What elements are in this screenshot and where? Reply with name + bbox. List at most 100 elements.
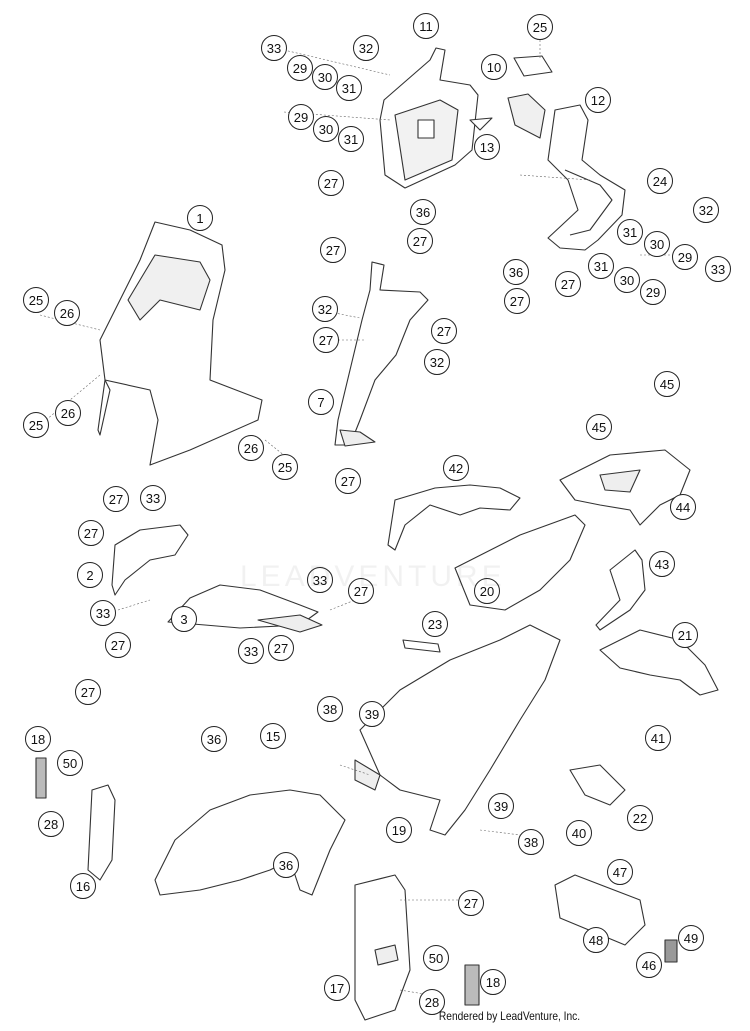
windscreen-part-1 — [97, 221, 263, 466]
callout-36: 36 — [503, 259, 529, 285]
callout-27: 27 — [268, 635, 294, 661]
callout-18: 18 — [480, 969, 506, 995]
callout-33: 33 — [238, 638, 264, 664]
callout-45: 45 — [586, 414, 612, 440]
callout-33: 33 — [705, 256, 731, 282]
instrument-support-part-12 — [547, 104, 626, 251]
callout-33: 33 — [90, 600, 116, 626]
grab-handle-part-42 — [387, 484, 521, 551]
front-fender-part-15 — [154, 789, 346, 896]
callout-30: 30 — [614, 267, 640, 293]
callout-39: 39 — [359, 701, 385, 727]
headlight-bracket-part-11 — [379, 47, 493, 189]
callout-39: 39 — [488, 793, 514, 819]
callout-46: 46 — [636, 952, 662, 978]
callout-12: 12 — [585, 87, 611, 113]
callout-43: 43 — [649, 551, 675, 577]
license-holder-part-48 — [554, 874, 646, 946]
callout-27: 27 — [105, 632, 131, 658]
callout-33: 33 — [261, 35, 287, 61]
callout-36: 36 — [410, 199, 436, 225]
callout-33: 33 — [307, 567, 333, 593]
callout-7: 7 — [308, 389, 334, 415]
callout-31: 31 — [617, 219, 643, 245]
callout-25: 25 — [23, 287, 49, 313]
callout-32: 32 — [424, 349, 450, 375]
callout-29: 29 — [288, 104, 314, 130]
callout-17: 17 — [324, 975, 350, 1001]
reflector-part-49 — [664, 939, 678, 963]
callout-25: 25 — [527, 14, 553, 40]
callout-26: 26 — [55, 400, 81, 426]
callout-29: 29 — [287, 55, 313, 81]
callout-27: 27 — [103, 486, 129, 512]
callout-38: 38 — [317, 696, 343, 722]
callout-27: 27 — [75, 679, 101, 705]
reflector-part-18-left — [35, 757, 47, 799]
bracket-part-22 — [569, 764, 626, 806]
callout-27: 27 — [78, 520, 104, 546]
rear-bracket-part-21 — [599, 629, 719, 696]
bracket-part-13 — [507, 93, 546, 139]
reflector-part-18-right — [464, 964, 480, 1006]
callout-27: 27 — [313, 327, 339, 353]
callout-36: 36 — [201, 726, 227, 752]
callout-41: 41 — [645, 725, 671, 751]
callout-27: 27 — [320, 237, 346, 263]
callout-50: 50 — [57, 750, 83, 776]
callout-44: 44 — [670, 494, 696, 520]
callout-32: 32 — [312, 296, 338, 322]
callout-32: 32 — [693, 197, 719, 223]
callout-48: 48 — [583, 927, 609, 953]
callout-23: 23 — [422, 611, 448, 637]
callout-27: 27 — [335, 468, 361, 494]
callout-2: 2 — [77, 562, 103, 588]
callout-40: 40 — [566, 820, 592, 846]
callout-20: 20 — [474, 578, 500, 604]
callout-1: 1 — [187, 205, 213, 231]
luggage-rack-part-44 — [559, 449, 691, 526]
callout-50: 50 — [423, 945, 449, 971]
callout-11: 11 — [413, 13, 439, 39]
callout-18: 18 — [25, 726, 51, 752]
fork-guard-part-16 — [87, 784, 116, 881]
callout-27: 27 — [555, 271, 581, 297]
callout-27: 27 — [431, 318, 457, 344]
callout-26: 26 — [54, 300, 80, 326]
callout-27: 27 — [318, 170, 344, 196]
callout-42: 42 — [443, 455, 469, 481]
callout-31: 31 — [588, 253, 614, 279]
callout-27: 27 — [348, 578, 374, 604]
callout-47: 47 — [607, 859, 633, 885]
callout-28: 28 — [38, 811, 64, 837]
callout-31: 31 — [336, 75, 362, 101]
support-part-7 — [334, 261, 429, 447]
callout-10: 10 — [481, 54, 507, 80]
callout-36: 36 — [273, 852, 299, 878]
callout-27: 27 — [504, 288, 530, 314]
watermark: LEADVENTURE — [240, 560, 506, 593]
bracket-part-10 — [513, 55, 553, 77]
callout-25: 25 — [272, 454, 298, 480]
callout-24: 24 — [647, 168, 673, 194]
strap-part-23 — [402, 639, 441, 653]
callout-30: 30 — [312, 64, 338, 90]
callout-31: 31 — [338, 126, 364, 152]
callout-33: 33 — [140, 485, 166, 511]
callout-13: 13 — [474, 134, 500, 160]
callout-29: 29 — [640, 279, 666, 305]
callout-27: 27 — [407, 228, 433, 254]
callout-30: 30 — [644, 231, 670, 257]
callout-26: 26 — [238, 435, 264, 461]
leader-lines — [39, 28, 700, 996]
side-panel-part-3 — [167, 584, 323, 633]
callout-25: 25 — [23, 412, 49, 438]
fork-guard-part-17 — [354, 874, 411, 1021]
callout-22: 22 — [627, 805, 653, 831]
callout-29: 29 — [672, 244, 698, 270]
callout-21: 21 — [672, 622, 698, 648]
footer-credit: Rendered by LeadVenture, Inc. — [438, 1009, 580, 1023]
callout-32: 32 — [353, 35, 379, 61]
